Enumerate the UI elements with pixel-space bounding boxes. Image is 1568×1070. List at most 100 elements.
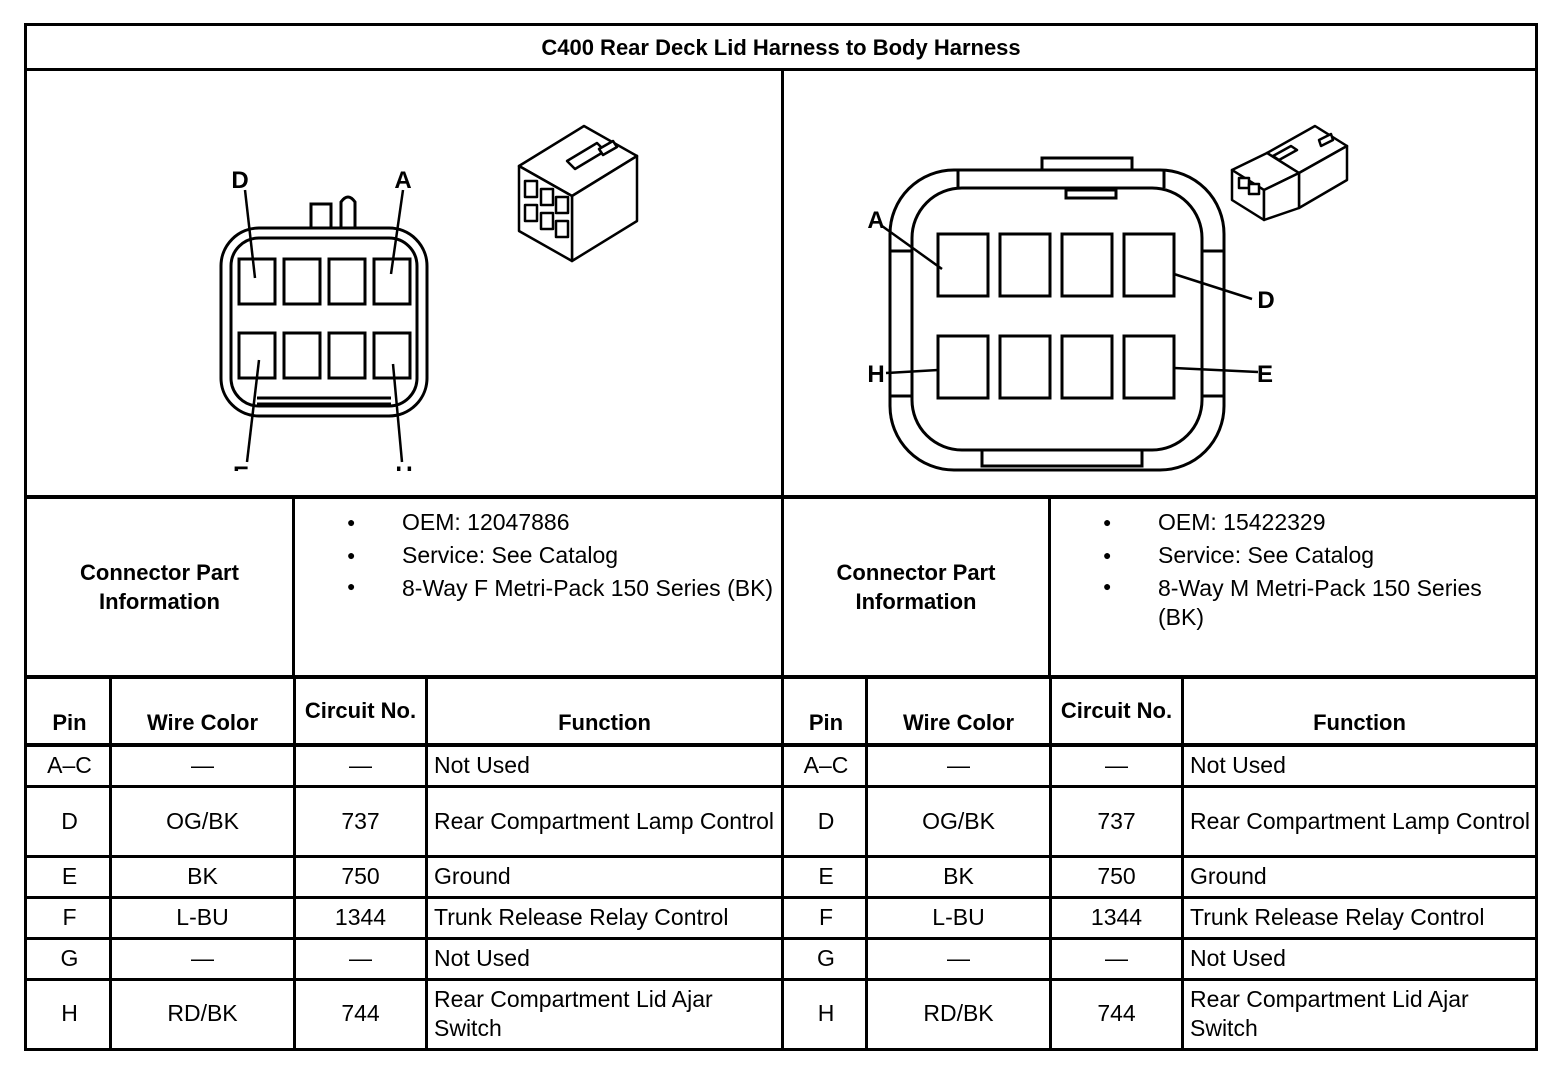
table-grid-line — [27, 896, 781, 899]
right-header-circuit: Circuit No. — [1060, 698, 1173, 723]
right-connector-isometric-icon — [1230, 124, 1349, 222]
cavity — [282, 257, 322, 306]
table-grid-line — [1049, 679, 1052, 1048]
table-grid-line — [784, 785, 1535, 788]
right-cell-wire-color: RD/BK — [923, 1000, 994, 1026]
table-grid-line — [425, 679, 428, 1048]
part-info-item: Service: See Catalog — [347, 539, 777, 572]
right-cell-wire-color: — — [947, 945, 970, 971]
left-connector-isometric-icon — [517, 124, 639, 263]
cavity — [998, 334, 1052, 400]
left-cell-circuit: 750 — [341, 863, 380, 889]
table-grid-line — [865, 679, 868, 1048]
table-grid-line — [1181, 679, 1184, 1048]
right-cell-pin: G — [817, 945, 835, 971]
cavity — [1122, 232, 1176, 298]
sheet-title: C400 Rear Deck Lid Harness to Body Harne… — [541, 35, 1021, 60]
left-cell-pin: D — [61, 807, 78, 834]
table-grid-line — [293, 679, 296, 1048]
cavity — [936, 334, 990, 400]
right-cell-pin: E — [818, 863, 834, 889]
left-cell-wire-color: RD/BK — [167, 1000, 238, 1026]
cavity — [1060, 334, 1114, 400]
left-cell-circuit: 1344 — [334, 904, 387, 930]
right-cell-function: Trunk Release Relay Control — [1190, 904, 1485, 930]
cavity — [1122, 334, 1176, 400]
right-cell-circuit: — — [1105, 945, 1128, 971]
table-grid-line — [27, 743, 781, 747]
part-info-item: 8-Way F Metri-Pack 150 Series (BK) — [347, 572, 777, 603]
right-cell-wire-color: BK — [943, 863, 974, 889]
part-info-item: OEM: 15422329 — [1103, 506, 1533, 539]
cavity — [998, 232, 1052, 298]
cavity — [1060, 232, 1114, 298]
pin-label-D: D — [231, 167, 248, 194]
connector-key-tab — [309, 202, 333, 228]
right-cell-pin: F — [818, 904, 834, 930]
table-grid-line — [109, 679, 112, 1048]
left-cell-wire-color: — — [191, 752, 214, 778]
connector-part-info-label: Connector Part Information — [80, 560, 239, 614]
left-cell-circuit: 737 — [341, 807, 380, 834]
connector-outer-shell — [888, 168, 1226, 472]
connector-sheet: C400 Rear Deck Lid Harness to Body Harne… — [24, 23, 1538, 1051]
left-connector-face-diagram: D A E H — [219, 167, 429, 471]
pin-label-A: A — [394, 167, 411, 194]
left-cell-wire-color: L-BU — [176, 904, 229, 930]
cavity — [327, 331, 367, 380]
left-cell-pin: G — [60, 945, 79, 971]
left-cell-pin: H — [61, 1000, 78, 1026]
right-cell-wire-color: — — [947, 752, 970, 778]
right-header-wire-color: Wire Color — [902, 710, 1015, 735]
right-cell-circuit: 737 — [1097, 807, 1136, 834]
cavity — [372, 331, 412, 380]
cavity — [327, 257, 367, 306]
right-cell-function: Ground — [1190, 863, 1267, 889]
left-cell-function: Trunk Release Relay Control — [434, 904, 729, 930]
right-cell-function: Not Used — [1190, 945, 1286, 971]
left-header-circuit: Circuit No. — [304, 698, 417, 723]
table-grid-line — [784, 978, 1535, 981]
connector-inner-shell — [910, 186, 1204, 452]
right-connector-face-diagram: A D H E — [867, 156, 1275, 472]
right-header-pin: Pin — [808, 710, 844, 735]
divider — [27, 675, 1535, 679]
right-cell-circuit: 1344 — [1090, 904, 1143, 930]
table-grid-line — [784, 855, 1535, 858]
pin-label-A: A — [867, 207, 884, 234]
cavity — [282, 331, 322, 380]
cavity — [237, 257, 277, 306]
cavity — [936, 232, 990, 298]
divider — [781, 68, 784, 1048]
pin-label-E: E — [1257, 361, 1273, 388]
table-grid-line — [784, 896, 1535, 899]
right-cell-circuit: 744 — [1097, 1000, 1136, 1026]
left-cell-wire-color: — — [191, 945, 214, 971]
divider — [292, 495, 295, 678]
connector-part-info-list: OEM: 12047886 Service: See Catalog 8-Way… — [347, 506, 777, 603]
connector-part-info-list: OEM: 15422329 Service: See Catalog 8-Way… — [1103, 506, 1533, 632]
part-info-item: Service: See Catalog — [1103, 539, 1533, 572]
left-cell-function: Not Used — [434, 945, 530, 971]
pin-label-H: H — [395, 462, 412, 471]
left-cell-pin: A–C — [47, 752, 92, 778]
pin-label-H: H — [867, 361, 884, 388]
pin-label-E: E — [233, 462, 249, 471]
left-cell-function: Rear Compartment Lamp Control — [434, 807, 775, 834]
table-grid-line — [27, 937, 781, 940]
table-grid-line — [784, 743, 1535, 747]
left-cell-wire-color: OG/BK — [166, 807, 239, 834]
right-cell-function: Rear Compartment Lid Ajar Switch — [1190, 985, 1469, 1041]
left-cell-function: Rear Compartment Lid Ajar Switch — [434, 985, 713, 1041]
right-cell-function: Rear Compartment Lamp Control — [1190, 807, 1531, 834]
table-grid-line — [27, 785, 781, 788]
right-cell-wire-color: OG/BK — [922, 807, 995, 834]
right-cell-pin: D — [817, 807, 835, 834]
connector-latch-post — [339, 195, 357, 228]
right-cell-function: Not Used — [1190, 752, 1286, 778]
table-grid-line — [784, 937, 1535, 940]
left-cell-circuit: — — [349, 752, 372, 778]
right-cell-circuit: — — [1105, 752, 1128, 778]
right-cell-pin: H — [817, 1000, 835, 1026]
left-header-wire-color: Wire Color — [146, 710, 259, 735]
